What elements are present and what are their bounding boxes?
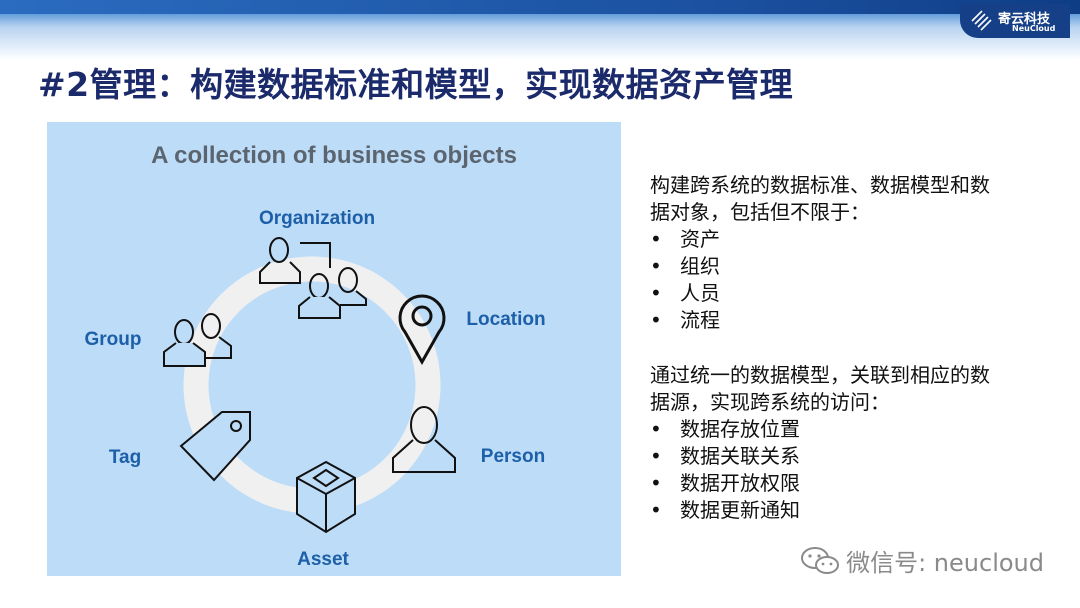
label-person: Person — [480, 446, 546, 467]
watermark: 微信号: neucloud — [800, 543, 1044, 578]
bullet-item: •资产 — [650, 227, 720, 251]
organization-icon — [259, 237, 367, 319]
paragraph-line: 据对象，包括但不限于： — [650, 200, 870, 224]
paragraph-line: 据源，实现跨系统的访问： — [650, 390, 890, 414]
label-tag: Tag — [108, 447, 142, 468]
wechat-icon — [801, 546, 840, 574]
brand-logo: 寄云科技 NeuCloud — [960, 4, 1070, 38]
header-band — [0, 0, 1080, 60]
location-pin-icon — [398, 294, 446, 366]
bullet-item: •组织 — [650, 254, 720, 278]
label-location: Location — [466, 309, 546, 330]
bullet-item: •人员 — [650, 281, 720, 305]
label-asset: Asset — [297, 549, 349, 570]
bullet-item: •数据更新通知 — [650, 498, 800, 522]
label-group: Group — [84, 329, 142, 350]
paragraph-line: 构建跨系统的数据标准、数据模型和数 — [650, 173, 990, 197]
label-organization: Organization — [258, 208, 376, 229]
text-block-access: 通过统一的数据模型，关联到相应的数 据源，实现跨系统的访问： •数据存放位置 •… — [650, 362, 990, 524]
person-icon — [392, 406, 456, 473]
group-icon — [163, 313, 232, 367]
paragraph-line: 通过统一的数据模型，关联到相应的数 — [650, 363, 990, 387]
asset-cube-icon — [296, 460, 356, 534]
slide-title: #2管理：构建数据标准和模型，实现数据资产管理 — [38, 65, 794, 104]
tag-icon — [179, 411, 251, 482]
logo-mark-icon — [971, 10, 992, 31]
text-block-objects: 构建跨系统的数据标准、数据模型和数 据对象，包括但不限于： •资产 •组织 •人… — [650, 172, 990, 334]
diagram-title: A collection of business objects — [151, 142, 517, 169]
bullet-item: •数据开放权限 — [650, 471, 800, 495]
bullet-item: •数据关联关系 — [650, 444, 800, 468]
brand-name-en: NeuCloud — [1012, 24, 1056, 33]
brand-name-cn: 寄云科技 — [998, 12, 1051, 27]
bullet-item: •流程 — [650, 308, 720, 332]
watermark-text: 微信号: neucloud — [846, 549, 1044, 577]
bullet-item: •数据存放位置 — [650, 417, 800, 441]
